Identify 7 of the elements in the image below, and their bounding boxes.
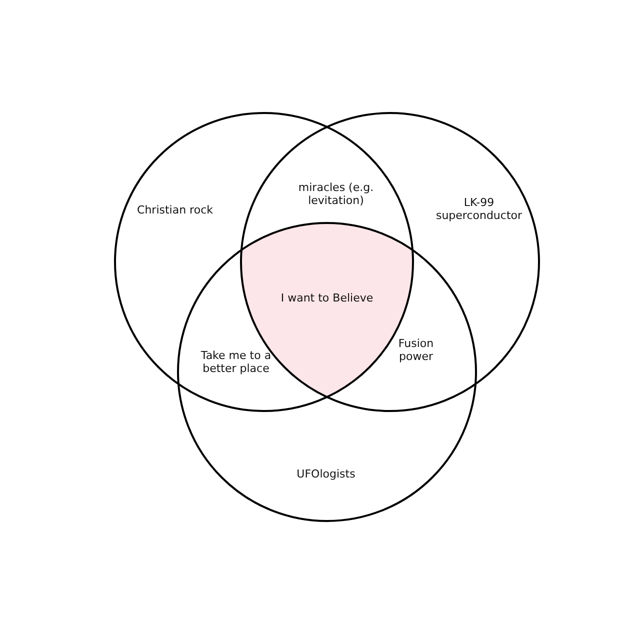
region-label: UFOlogists	[296, 467, 356, 481]
region-label: miracles (e.g. levitation)	[297, 180, 375, 208]
region-label: LK-99 superconductor	[434, 196, 524, 222]
region-label: Take me to a better place	[200, 348, 272, 376]
region-label: I want to Believe	[280, 291, 374, 305]
region-label: Fusion power	[397, 336, 435, 364]
region-label: Christian rock	[136, 203, 214, 217]
